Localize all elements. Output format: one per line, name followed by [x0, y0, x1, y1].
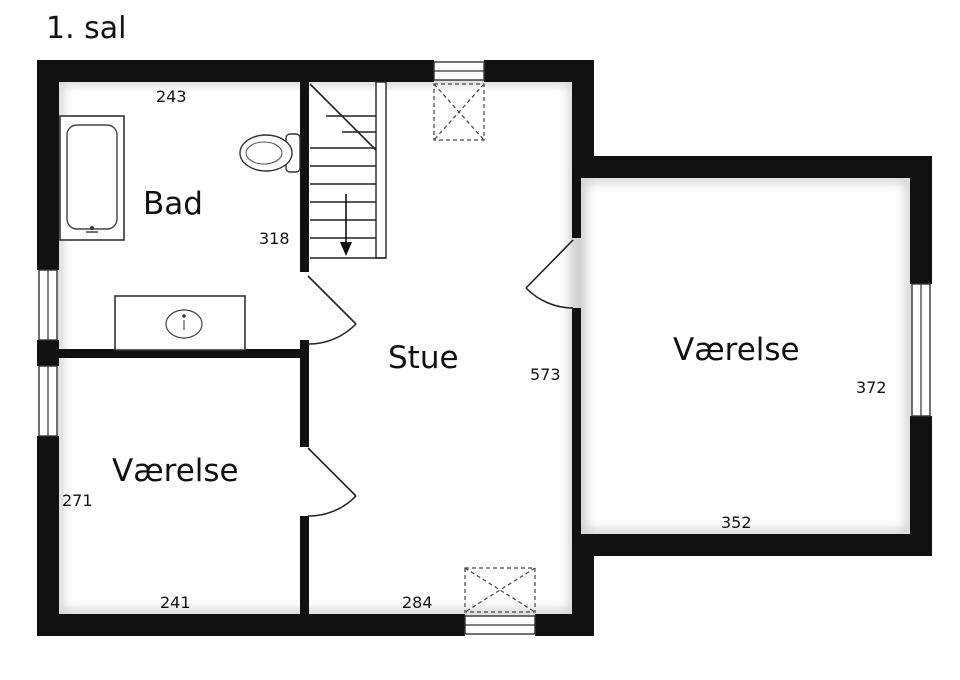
wall-main-right-bottom	[572, 534, 594, 636]
room-label-living: Stue	[388, 340, 459, 376]
room-label-bath: Bad	[143, 186, 203, 222]
staircase	[309, 81, 387, 259]
wall-left-mid	[37, 340, 59, 366]
stair-arrow-icon	[340, 242, 352, 256]
wall-bottom-left	[37, 614, 465, 636]
dim-bedroom-right-depth: 372	[856, 378, 887, 397]
room-label-bedroom-right: Værelse	[673, 332, 800, 368]
window-bottom	[464, 615, 536, 635]
room-label-bedroom-left: Værelse	[112, 453, 239, 489]
wall-bath-bedroom	[57, 349, 309, 358]
wall-wing-top	[572, 156, 932, 178]
wall-wing-bottom	[572, 534, 932, 556]
wall-top-right	[484, 60, 594, 82]
wall-main-right-top	[572, 60, 594, 178]
door-bedroom-left	[307, 447, 357, 517]
floor-title: 1. sal	[46, 11, 127, 46]
skylight-top	[433, 83, 485, 141]
dim-living-depth: 573	[530, 365, 561, 384]
window-top	[433, 61, 485, 81]
wall-wing-right-top	[910, 156, 932, 284]
window-right	[911, 283, 931, 417]
dim-bedroom-left-width: 241	[160, 593, 191, 612]
wall-left-bottom	[37, 436, 59, 636]
wall-bedroom-living-upper	[300, 349, 309, 447]
skylight-bottom	[464, 567, 536, 613]
window-left-lower	[38, 365, 58, 437]
dim-living-width: 284	[402, 593, 433, 612]
wall-bath-living	[300, 80, 309, 272]
wall-bath-door-stub	[300, 340, 309, 354]
wall-wing-right-bottom	[910, 416, 932, 556]
dim-bedroom-left-depth: 271	[62, 491, 93, 510]
dim-bath-width: 243	[156, 87, 187, 106]
wall-living-bedroom-upper	[572, 170, 581, 238]
door-bedroom-right	[525, 239, 574, 309]
wall-top-left	[37, 60, 434, 82]
wall-bedroom-living-lower	[300, 516, 309, 616]
wall-living-bedroom-lower	[572, 308, 581, 538]
window-left-upper	[38, 269, 58, 341]
dim-bath-depth: 318	[259, 229, 290, 248]
sink	[114, 295, 246, 351]
wall-left-top	[37, 60, 59, 270]
toilet	[239, 133, 301, 173]
door-bath	[307, 275, 357, 345]
bathtub	[59, 115, 125, 241]
dim-bedroom-right-width: 352	[721, 513, 752, 532]
